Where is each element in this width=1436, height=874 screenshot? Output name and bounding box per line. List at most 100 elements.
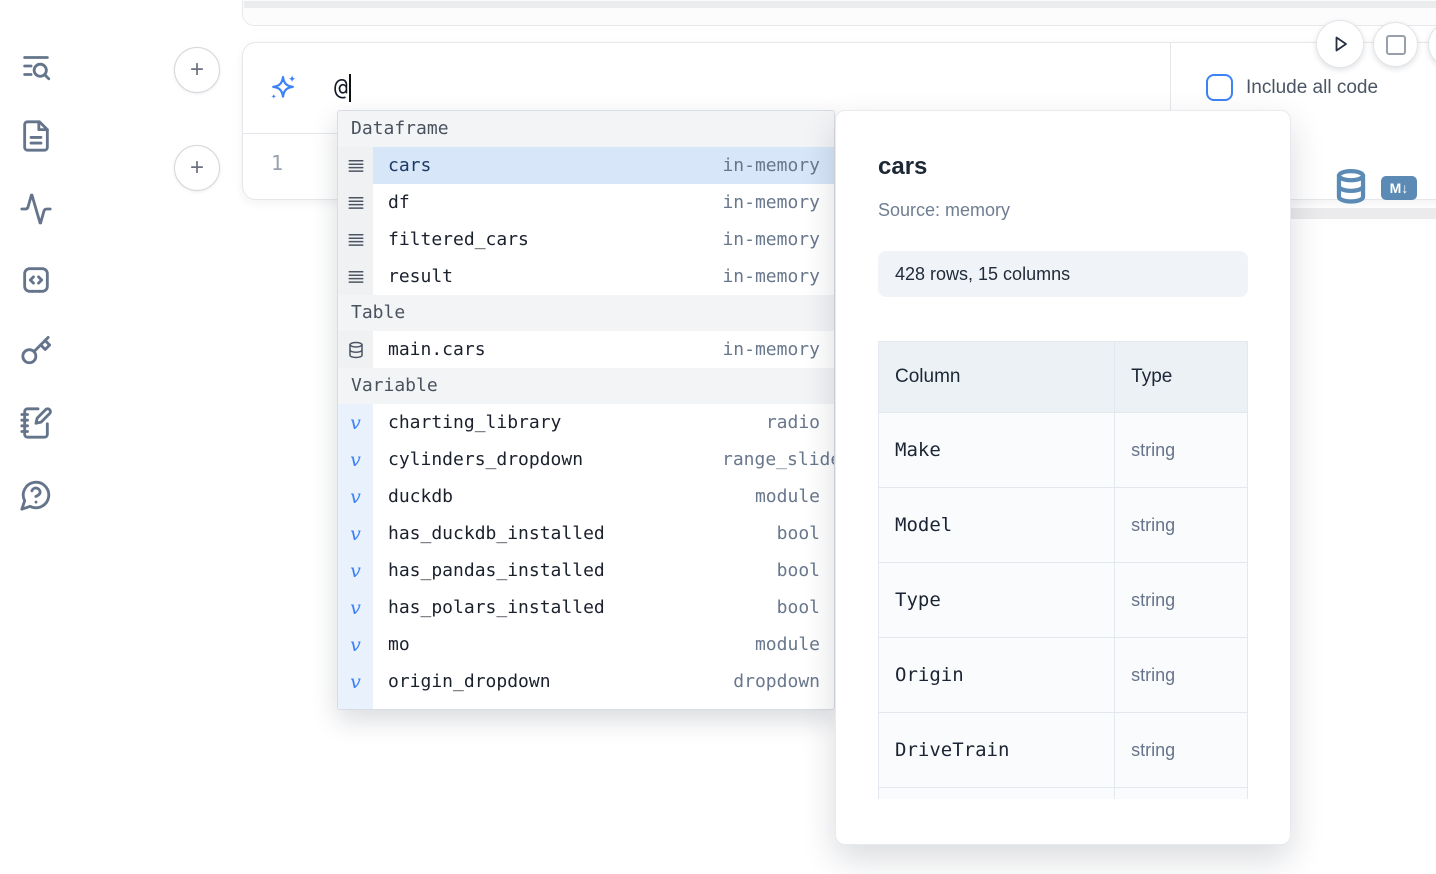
tracing-icon[interactable]: [16, 189, 56, 229]
include-all-code-checkbox[interactable]: [1206, 74, 1233, 101]
schema-column-name: DriveTrain: [878, 712, 1116, 788]
item-name: df: [388, 192, 410, 213]
item-type: bool: [776, 597, 820, 618]
item-type: dropdown: [733, 671, 820, 692]
ai-input-value: @: [334, 75, 348, 101]
schema-column-name: Make: [878, 412, 1116, 488]
search-list-icon[interactable]: [16, 46, 56, 86]
autocomplete-item-has_duckdb_installed[interactable]: v has_duckdb_installed bool: [338, 515, 834, 552]
variable-icon: v: [338, 626, 373, 663]
item-name: cylinders_dropdown: [388, 449, 584, 470]
preview-title: cars: [878, 153, 928, 180]
dataframe-icon: [338, 184, 373, 221]
variable-icon: v: [338, 589, 373, 626]
files-icon[interactable]: [16, 116, 56, 156]
database-icon: [1336, 169, 1366, 204]
item-name: filtered_cars: [388, 229, 529, 250]
dataframe-icon: [338, 147, 373, 184]
variable-icon: v: [338, 552, 373, 589]
schema-column-type: string: [1114, 487, 1248, 563]
item-type: bool: [776, 560, 820, 581]
previous-cell-console-strip: [244, 1, 1436, 8]
cell-right-divider: [1170, 43, 1171, 133]
autocomplete-section-header: Dataframe: [338, 111, 834, 147]
item-name: mo: [388, 634, 410, 655]
line-number: 1: [270, 151, 284, 175]
previous-cell-bottom: [242, 0, 1436, 26]
schema-column-name: [878, 787, 1116, 799]
item-type: in-memory: [722, 266, 820, 287]
dataframe-icon: [338, 258, 373, 295]
item-type: in-memory: [722, 155, 820, 176]
text-cursor: [348, 74, 351, 102]
item-type: in-memory: [722, 339, 820, 360]
autocomplete-item-charting_library[interactable]: v charting_library radio: [338, 404, 834, 441]
item-type: bool: [776, 523, 820, 544]
schema-column-type: string: [1114, 562, 1248, 638]
autocomplete-item-has_pandas_installed[interactable]: v has_pandas_installed bool: [338, 552, 834, 589]
plus-icon: +: [189, 56, 204, 83]
schema-row: [878, 787, 1248, 799]
schema-column-name: Model: [878, 487, 1116, 563]
item-type: in-memory: [722, 229, 820, 250]
autocomplete-section-header: Table: [338, 295, 834, 331]
snippets-icon[interactable]: [16, 260, 56, 300]
item-name: has_pandas_installed: [388, 560, 605, 581]
schema-column-type: string: [1114, 637, 1248, 713]
autocomplete-item-main.cars[interactable]: main.cars in-memory: [338, 331, 834, 368]
autocomplete-item-filtered_cars[interactable]: filtered_cars in-memory: [338, 221, 834, 258]
item-name: pd: [388, 708, 410, 709]
schema-column-type: string: [1114, 412, 1248, 488]
run-cell-button[interactable]: [1316, 20, 1364, 68]
variable-icon: v: [338, 441, 373, 478]
autocomplete-item-pd[interactable]: vpdmodule: [338, 700, 834, 709]
schema-header-column: Column: [878, 341, 1116, 413]
item-type: module: [754, 634, 820, 655]
item-name: has_duckdb_installed: [388, 523, 605, 544]
include-all-code-row: Include all code: [1206, 74, 1378, 101]
help-icon[interactable]: [16, 475, 56, 515]
item-type: radio: [765, 412, 820, 433]
autocomplete-item-cylinders_dropdown[interactable]: v cylinders_dropdown range_slider: [338, 441, 834, 478]
add-cell-button-top[interactable]: +: [174, 47, 220, 93]
add-cell-button-middle[interactable]: +: [174, 145, 220, 191]
variable-icon: v: [338, 478, 373, 515]
convert-to-markdown-button[interactable]: M↓: [1381, 176, 1417, 200]
schema-column-type: string: [1114, 712, 1248, 788]
item-name: charting_library: [388, 412, 562, 433]
table-database-icon: [338, 331, 373, 368]
variable-icon: v: [338, 515, 373, 552]
convert-to-sql-button[interactable]: [1334, 168, 1368, 206]
stop-icon: [1385, 34, 1406, 55]
secrets-key-icon[interactable]: [16, 331, 56, 371]
item-type: module: [754, 486, 820, 507]
scratchpad-icon[interactable]: [16, 403, 56, 443]
autocomplete-section-header: Variable: [338, 368, 834, 404]
variable-icon: v: [338, 663, 373, 700]
item-type: range_slider: [722, 449, 834, 470]
item-name: main.cars: [388, 339, 486, 360]
markdown-icon: M↓: [1389, 180, 1409, 196]
variable-icon: v: [338, 404, 373, 441]
schema-column-name: Type: [878, 562, 1116, 638]
ai-prompt-input[interactable]: @: [334, 72, 351, 104]
schema-header-type: Type: [1114, 341, 1248, 413]
stop-kernel-button[interactable]: [1373, 22, 1418, 67]
item-name: cars: [388, 155, 432, 176]
plus-icon: +: [189, 154, 204, 181]
dataframe-preview-panel: cars Source: memory 428 rows, 15 columns…: [835, 110, 1291, 845]
autocomplete-item-cars[interactable]: cars in-memory: [338, 147, 834, 184]
